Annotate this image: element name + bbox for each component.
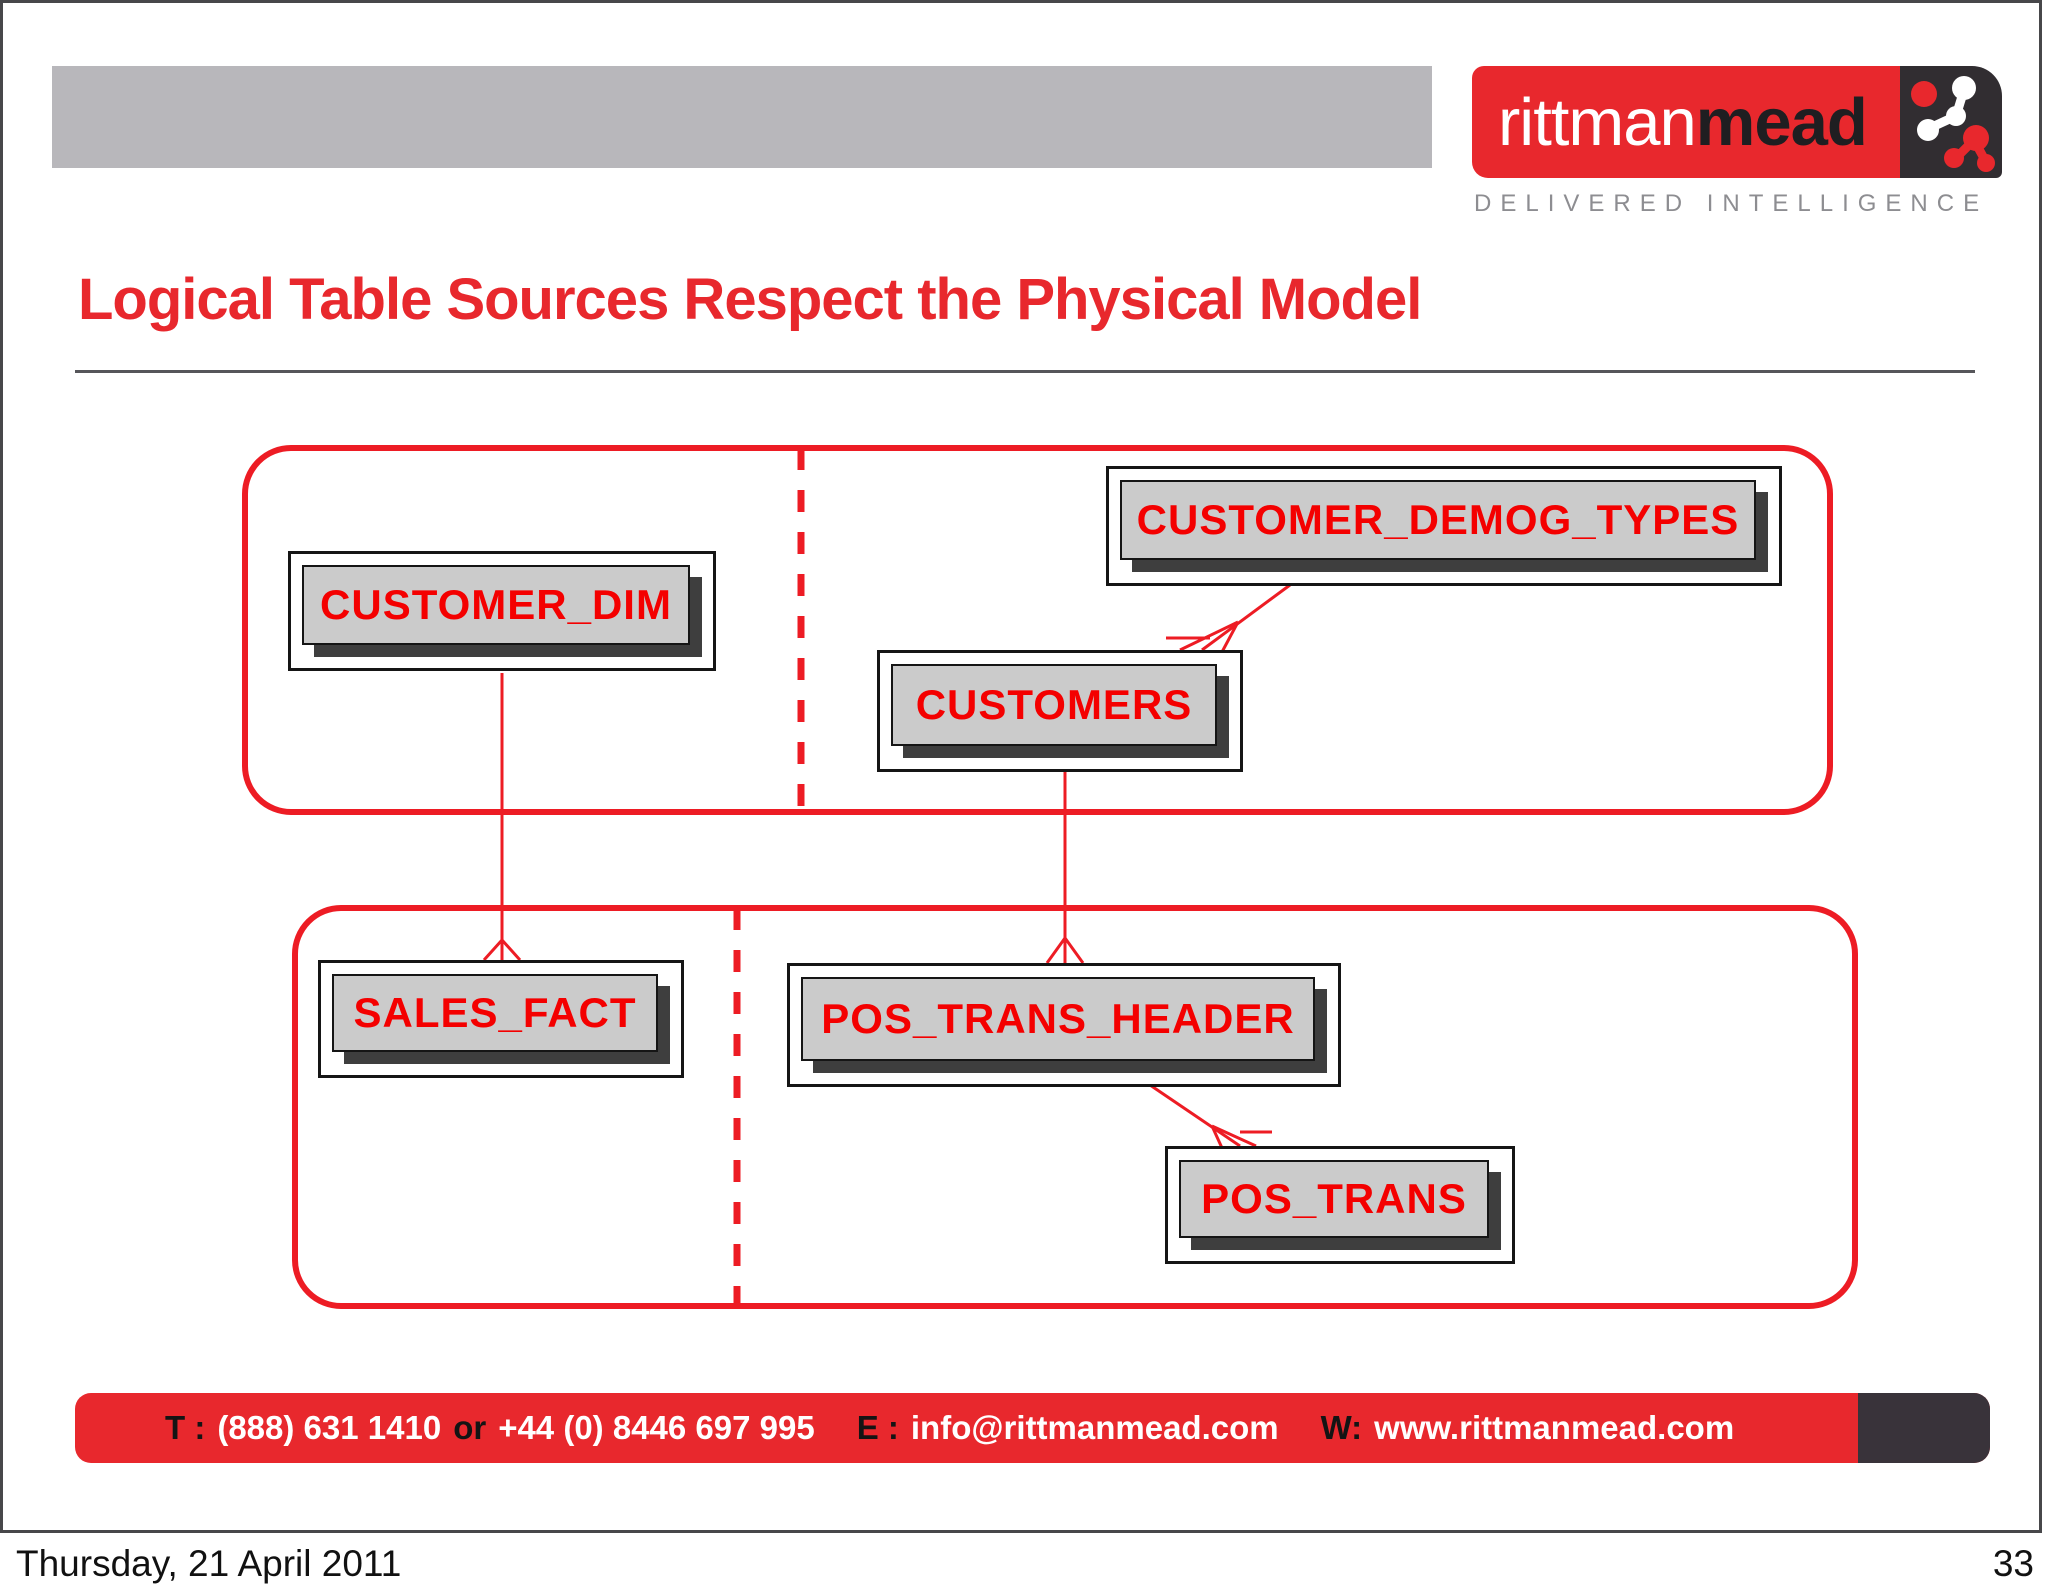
table-face: POS_TRANS [1179, 1160, 1489, 1238]
contact-email: info@rittmanmead.com [910, 1409, 1279, 1446]
contact-bar: T : (888) 631 1410 or +44 (0) 8446 697 9… [75, 1393, 1990, 1463]
contact-email-label: E : [856, 1409, 899, 1446]
table-customer-demog-types: CUSTOMER_DEMOG_TYPES [1106, 466, 1782, 586]
table-customers: CUSTOMERS [877, 650, 1243, 772]
table-face: SALES_FACT [332, 974, 658, 1052]
lts-container-top [242, 445, 1833, 815]
connector-demogtypes-customers [1166, 583, 1291, 653]
connector-postransheader-postrans [1149, 1083, 1272, 1149]
contact-web-label: W: [1320, 1409, 1363, 1446]
logo-brand-light: rittman [1498, 84, 1697, 160]
table-sales-fact: SALES_FACT [318, 960, 684, 1078]
contact-website: www.rittmanmead.com [1374, 1409, 1735, 1446]
header-gray-bar [52, 66, 1432, 168]
contact-or: or [453, 1409, 487, 1446]
slide-title: Logical Table Sources Respect the Physic… [78, 267, 1422, 332]
contact-bar-end-cap [1858, 1393, 1990, 1463]
table-label: POS_TRANS [1201, 1175, 1467, 1222]
table-label: CUSTOMER_DIM [320, 581, 672, 628]
table-face: CUSTOMER_DEMOG_TYPES [1120, 480, 1756, 560]
page-number: 33 [1992, 1543, 2034, 1584]
title-rule [75, 370, 1975, 373]
table-face: CUSTOMERS [891, 664, 1217, 746]
connector-customerdim-salesfact [482, 673, 522, 962]
footer-date: Thursday, 21 April 2011 [16, 1543, 402, 1584]
contact-phone-us: (888) 631 1410 [217, 1409, 442, 1446]
table-face: CUSTOMER_DIM [302, 565, 690, 645]
table-label: SALES_FACT [353, 989, 637, 1036]
table-face: POS_TRANS_HEADER [801, 977, 1315, 1061]
lts-container-bottom [292, 905, 1858, 1309]
logo-brand-bold: mead [1695, 84, 1868, 160]
table-label: POS_TRANS_HEADER [821, 995, 1295, 1042]
logo-tagline: DELIVERED INTELLIGENCE [1474, 190, 1989, 217]
contact-phone-uk: +44 (0) 8446 697 995 [498, 1409, 815, 1446]
table-customer-dim: CUSTOMER_DIM [288, 551, 716, 671]
connector-customers-postransheader [1045, 772, 1085, 964]
table-label: CUSTOMERS [915, 681, 1193, 728]
contact-phone-label: T : [165, 1409, 206, 1446]
table-label: CUSTOMER_DEMOG_TYPES [1136, 496, 1740, 543]
slide-frame [0, 0, 2042, 1533]
table-pos-trans-header: POS_TRANS_HEADER [787, 963, 1341, 1087]
table-pos-trans: POS_TRANS [1165, 1146, 1515, 1264]
molecule-logo-icon [1900, 66, 2002, 178]
